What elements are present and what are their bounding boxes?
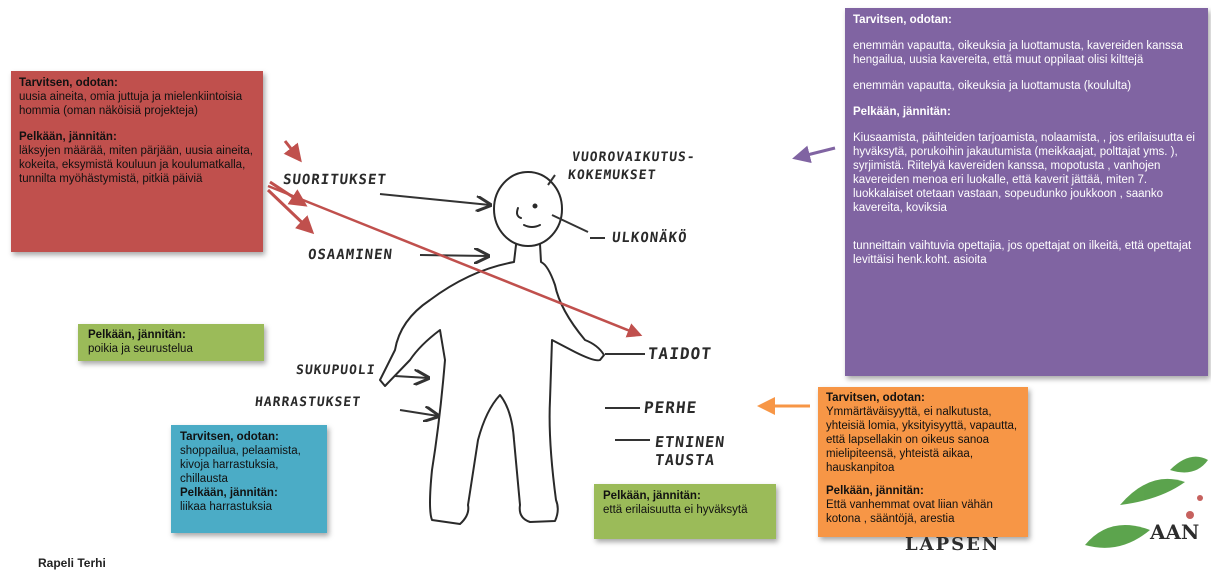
teal-text-fears: liikaa harrastuksia xyxy=(180,501,273,513)
teal-text-needs: shoppailua, pelaamista, kivoja harrastuk… xyxy=(180,445,301,485)
label-suoritukset: SUORITUKSET xyxy=(282,172,388,188)
label-perhe: PERHE xyxy=(643,398,699,417)
logo-letters: AAN xyxy=(1150,520,1200,544)
green-note-box-1: Pelkään, jännitän: poikia ja seurustelua xyxy=(78,324,264,361)
logo-word: LAPSEN xyxy=(905,534,1001,555)
purple-text-needs-a: enemmän vapautta, oikeuksia ja luottamus… xyxy=(853,40,1183,66)
red-text-needs: uusia aineita, omia juttuja ja mielenkii… xyxy=(19,91,243,117)
orange-text-fears: Että vanhemmat ovat liian vähän kotona ,… xyxy=(826,499,993,525)
purple-text-needs-b: enemmän vapautta, oikeuksia ja luottamus… xyxy=(853,80,1132,92)
green-note-box-2: Pelkään, jännitän: että erilaisuutta ei … xyxy=(594,484,776,539)
orange-heading-needs: Tarvitsen, odotan: xyxy=(826,392,925,404)
purple-text-fears-b: tunneittain vaihtuvia opettajia, jos ope… xyxy=(853,240,1192,266)
label-vuorovaikutus: VUOROVAIKUTUS- xyxy=(571,150,697,165)
teal-heading-fears: Pelkään, jännitän: xyxy=(180,487,278,499)
green1-heading: Pelkään, jännitän: xyxy=(88,329,186,341)
teal-note-box: Tarvitsen, odotan: shoppailua, pelaamist… xyxy=(171,425,327,533)
green2-text: että erilaisuutta ei hyväksytä xyxy=(603,504,748,516)
label-taidot: TAIDOT xyxy=(647,344,713,363)
green1-text: poikia ja seurustelua xyxy=(88,343,193,355)
teal-heading-needs: Tarvitsen, odotan: xyxy=(180,431,279,443)
label-sukupuoli: SUKUPUOLI xyxy=(295,363,377,378)
label-osaaminen: OSAAMINEN xyxy=(307,247,394,263)
red-heading-fears: Pelkään, jännitän: xyxy=(19,131,117,143)
label-kokemukset: KOKEMUKSET xyxy=(567,168,658,183)
orange-heading-fears: Pelkään, jännitän: xyxy=(826,485,924,497)
green2-heading: Pelkään, jännitän: xyxy=(603,490,701,502)
purple-heading-fears: Pelkään, jännitän: xyxy=(853,106,951,118)
red-heading-needs: Tarvitsen, odotan: xyxy=(19,77,118,89)
label-tausta: TAUSTA xyxy=(654,451,717,469)
label-etninen: ETNINEN xyxy=(654,433,727,451)
purple-note-box: Tarvitsen, odotan: enemmän vapautta, oik… xyxy=(845,8,1208,376)
label-harrastukset: HARRASTUKSET xyxy=(254,395,362,410)
red-text-fears: läksyjen määrää, miten pärjään, uusia ai… xyxy=(19,145,253,185)
red-note-box: Tarvitsen, odotan: uusia aineita, omia j… xyxy=(11,71,263,252)
label-ulkonako: ULKONÄKÖ xyxy=(611,230,689,246)
orange-text-needs: Ymmärtäväisyyttä, ei nalkutusta, yhteisi… xyxy=(826,406,1018,474)
author-credit: Rapeli Terhi xyxy=(38,556,106,570)
purple-heading-needs: Tarvitsen, odotan: xyxy=(853,14,952,26)
figure-outline xyxy=(379,171,605,525)
orange-note-box: Tarvitsen, odotan: Ymmärtäväisyyttä, ei … xyxy=(818,387,1028,537)
logo-leaf-shape xyxy=(1085,456,1208,548)
purple-text-fears-a: Kiusaamista, päihteiden tarjoamista, nol… xyxy=(853,132,1195,214)
